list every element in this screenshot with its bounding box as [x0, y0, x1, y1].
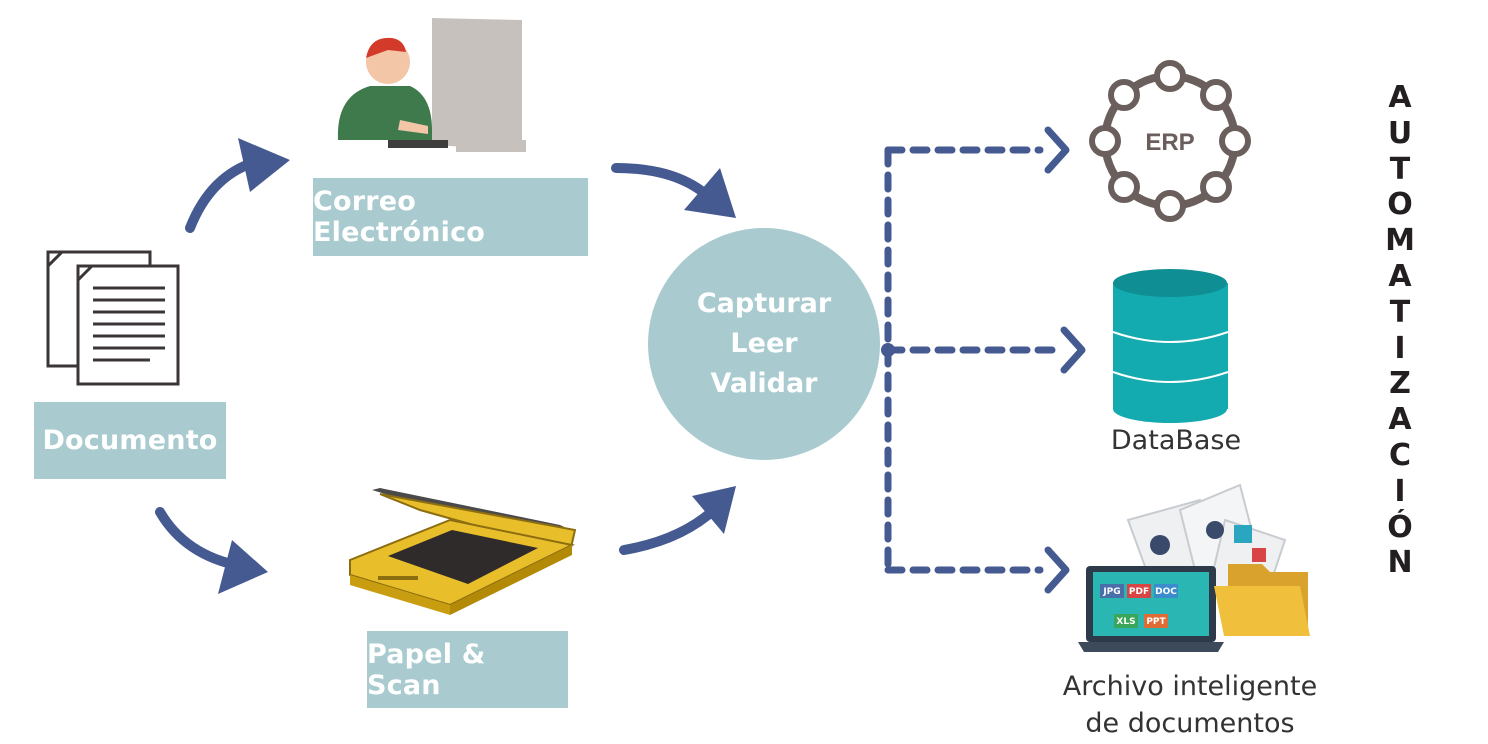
database-icon — [1112, 269, 1229, 423]
arrowhead-capturar-bottom — [692, 486, 736, 534]
arrowhead-papel — [218, 540, 268, 594]
papel-label: Papel & Scan — [367, 638, 486, 701]
person-computer-icon — [337, 18, 526, 152]
archivo-line-1: Archivo inteligente — [1062, 671, 1318, 702]
database-label: DataBase — [1110, 425, 1242, 456]
arrowhead-correo — [238, 138, 290, 192]
automatizacion-letter: I — [1394, 473, 1406, 509]
automatizacion-letter: A — [1388, 258, 1412, 294]
erp-label: ERP — [1145, 129, 1194, 156]
tag-doc — [1154, 584, 1178, 598]
tag-jpg-label: JPG — [1102, 587, 1120, 597]
file-type-tags: JPG PDF DOC XLS PPT — [1100, 584, 1178, 628]
documento-label: Documento — [42, 425, 218, 456]
scanner-icon — [349, 488, 577, 615]
chevrons — [1044, 126, 1086, 594]
arrowhead-capturar-top — [684, 168, 736, 218]
tag-pdf-label: PDF — [1129, 587, 1149, 597]
capturar-label: Capturar — [696, 288, 832, 319]
archivo-label: Archivo inteligente de documentos — [1040, 668, 1340, 742]
automatizacion-letter: M — [1385, 223, 1415, 259]
tag-ppt-label: PPT — [1146, 617, 1166, 627]
automatizacion-vertical-text: A U T O M A T I Z A C I Ó N — [1370, 80, 1430, 581]
leer-label: Leer — [730, 328, 798, 359]
arrow-heads — [218, 138, 736, 594]
tag-xls — [1114, 614, 1138, 628]
automatizacion-letter: O — [1387, 187, 1413, 223]
capturar-circle: Capturar Leer Validar — [648, 228, 880, 460]
folder-icon — [1214, 564, 1310, 636]
automatizacion-letter: I — [1394, 330, 1406, 366]
dashed-connectors — [884, 146, 1060, 574]
automatizacion-letter: N — [1387, 545, 1413, 581]
erp-network-icon: ERP — [1089, 60, 1251, 222]
tag-pdf — [1127, 584, 1151, 598]
correo-electronico-box: Correo Electrónico — [313, 178, 588, 256]
documento-box: Documento — [34, 402, 226, 479]
correo-label: Correo Electrónico — [313, 186, 486, 248]
tag-ppt — [1144, 614, 1168, 628]
tag-xls-label: XLS — [1116, 617, 1135, 627]
automatizacion-letter: Ó — [1387, 509, 1413, 545]
automatizacion-letter: Z — [1389, 366, 1411, 402]
archivo-line-2: de documentos — [1085, 708, 1295, 739]
tag-doc-label: DOC — [1155, 587, 1177, 597]
papel-scan-box: Papel & Scan — [367, 631, 568, 708]
tag-jpg — [1100, 584, 1124, 598]
junction-dot — [881, 343, 895, 357]
automatizacion-letter: T — [1389, 294, 1411, 330]
automatizacion-letter: A — [1388, 80, 1412, 115]
automatizacion-letter: U — [1387, 115, 1413, 151]
arrow-papel-to-capturar — [619, 503, 721, 555]
validar-label: Validar — [710, 368, 818, 399]
automatizacion-letter: C — [1388, 437, 1412, 473]
documents-icon — [46, 250, 180, 386]
automatizacion-letter: T — [1389, 151, 1411, 187]
automatizacion-letter: A — [1388, 402, 1412, 438]
